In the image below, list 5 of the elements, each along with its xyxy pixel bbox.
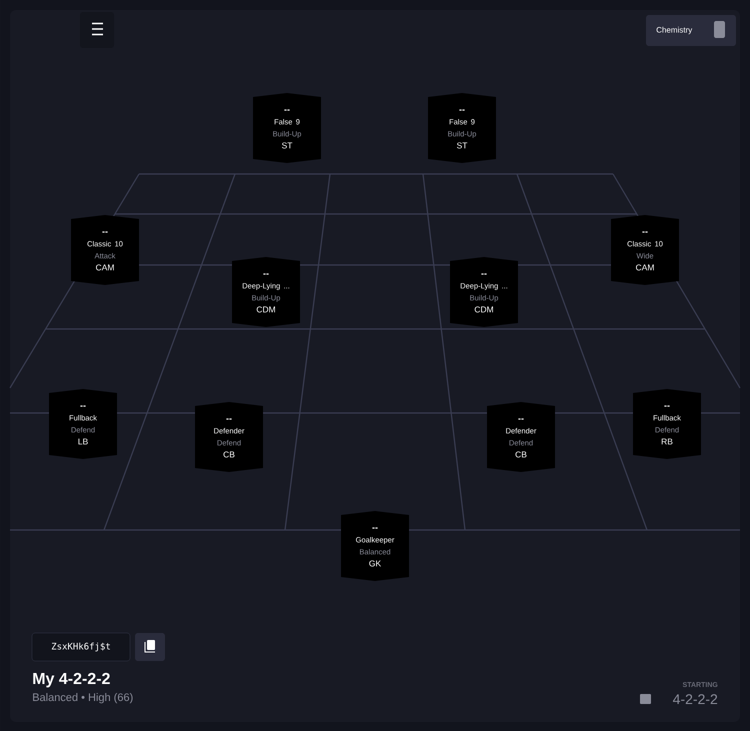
formation-title: My 4-2-2-2 — [33, 672, 110, 688]
formation-subtitle: Balanced • High (66) — [33, 693, 133, 704]
code-field: ZsxKHk6fj$t — [32, 632, 130, 662]
chemistry-button: Chemistry — [646, 15, 736, 46]
formation-name: 4-2-2-2 — [672, 694, 718, 704]
